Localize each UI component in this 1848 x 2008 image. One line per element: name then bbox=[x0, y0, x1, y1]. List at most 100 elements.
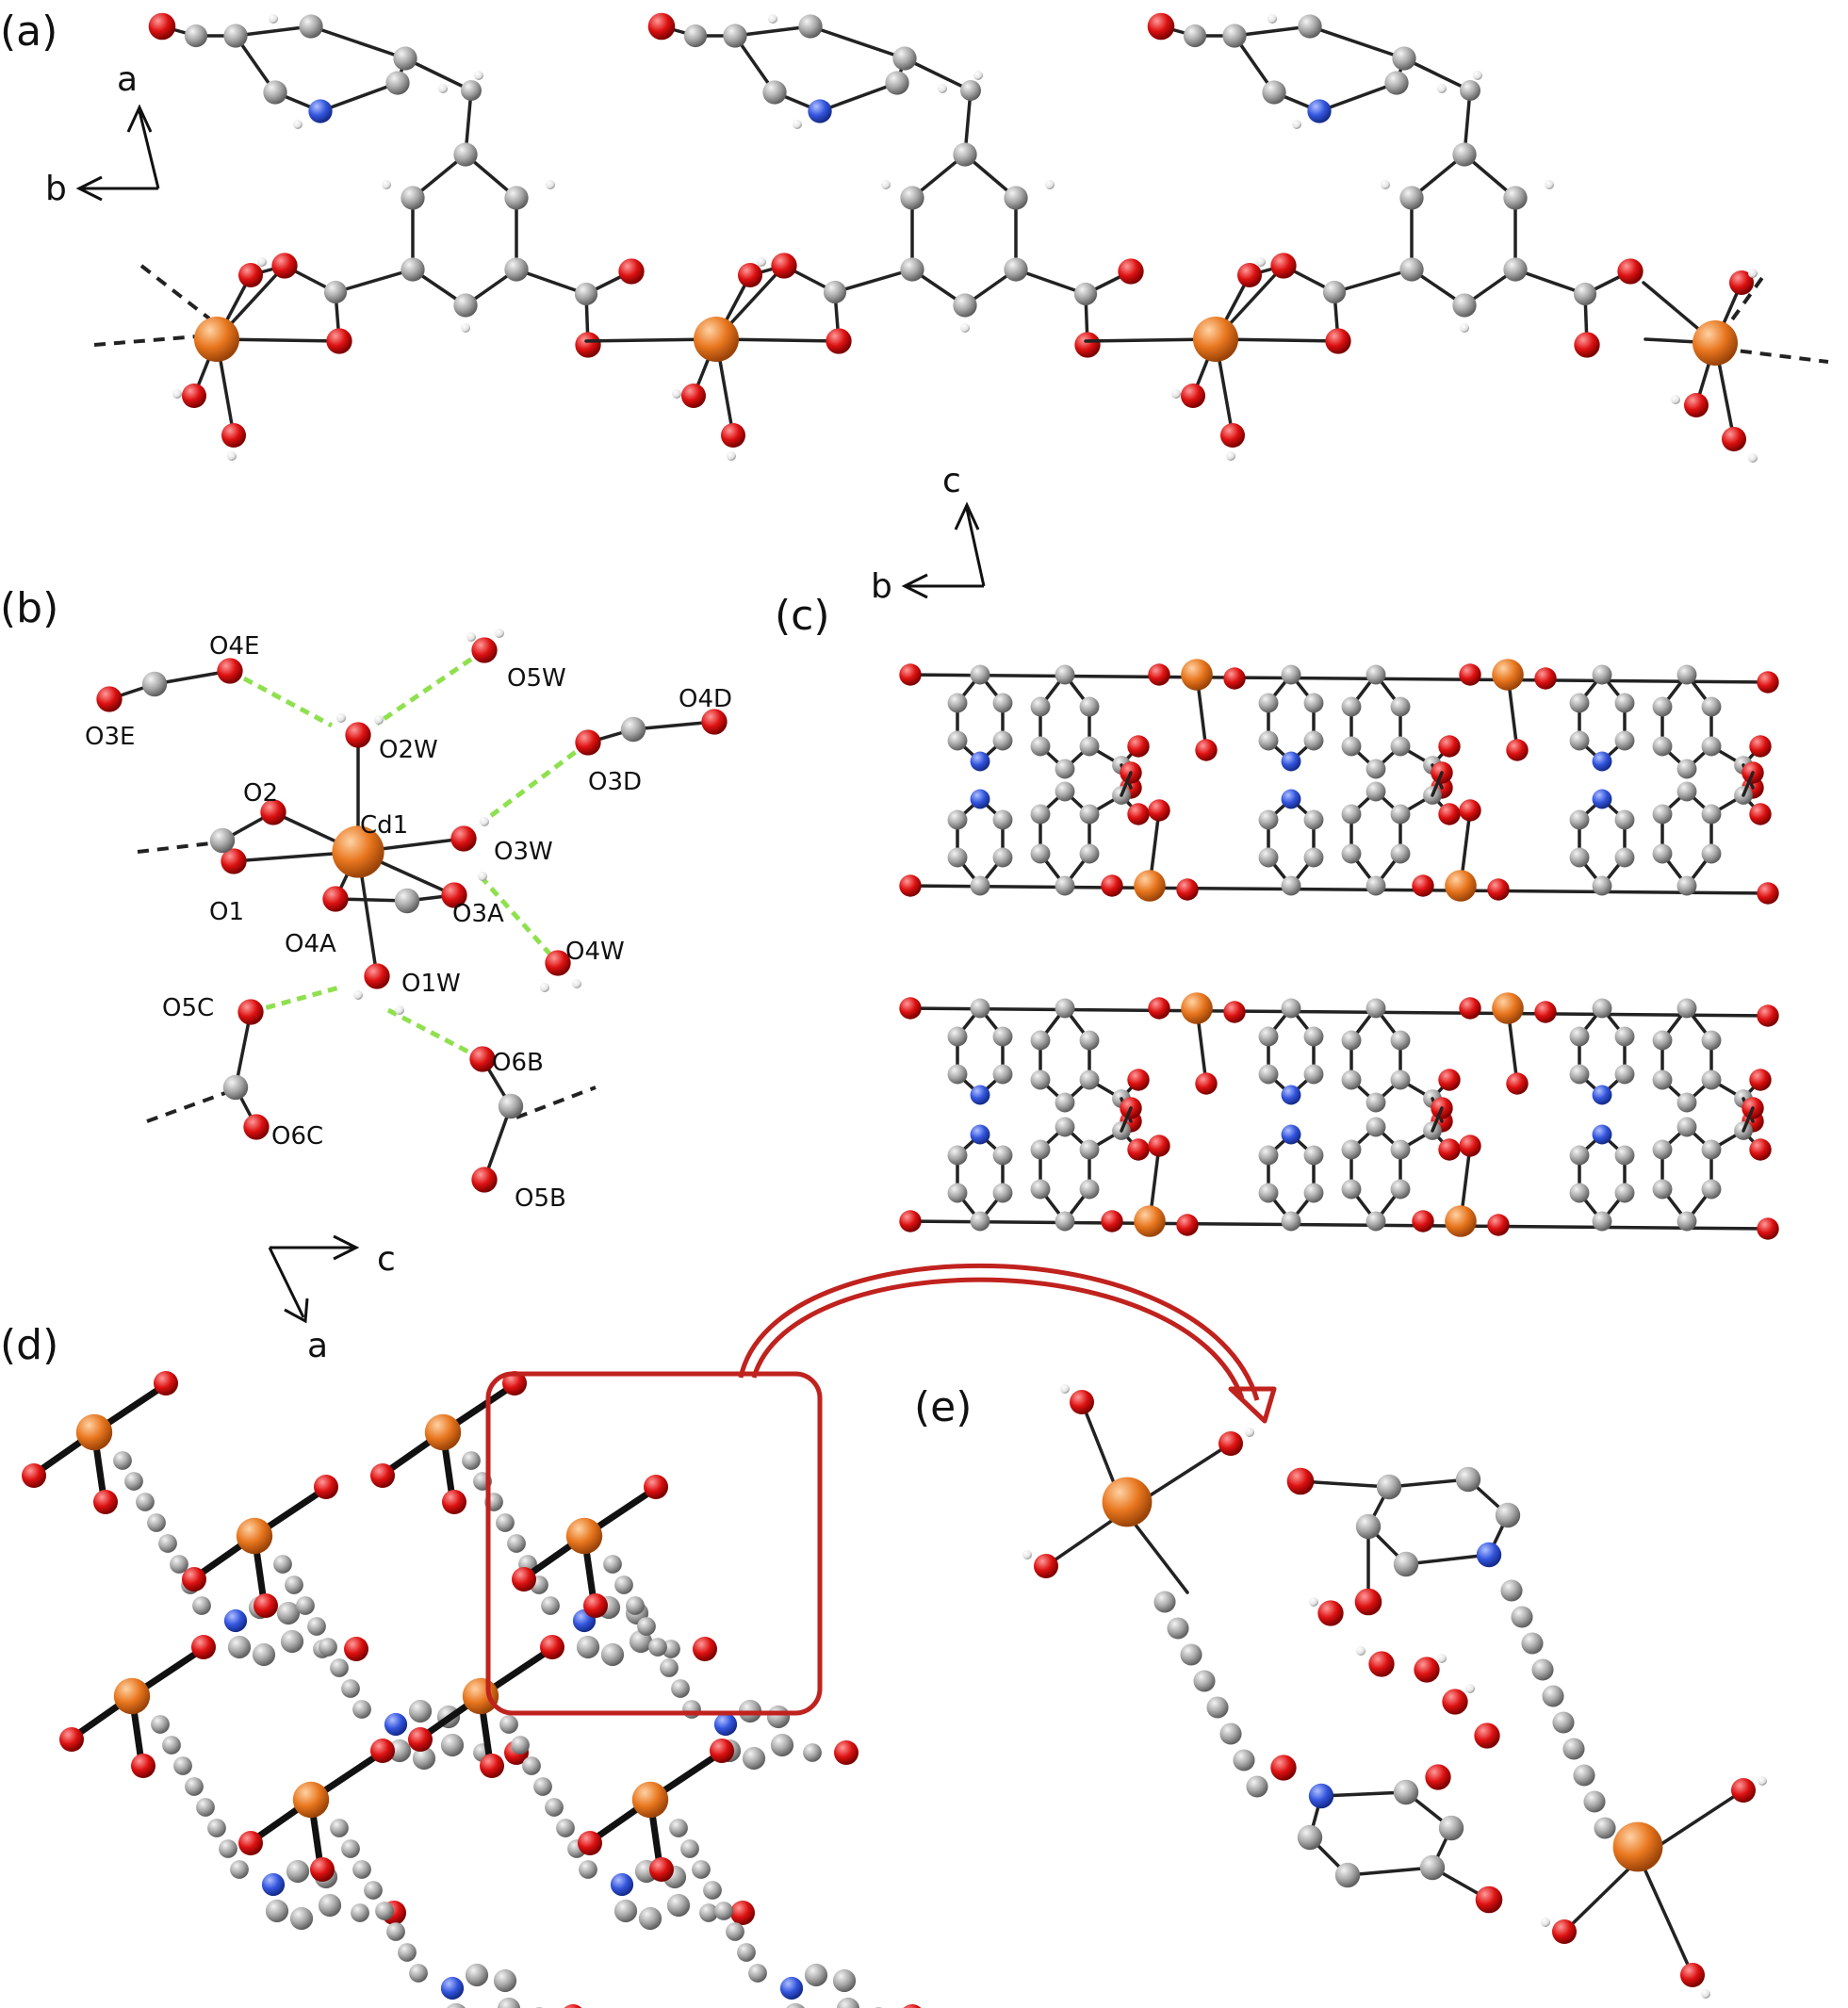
hydrogen-atom bbox=[474, 71, 483, 80]
nitrogen-atom bbox=[970, 751, 990, 772]
carbon-atom bbox=[970, 664, 990, 685]
carbon-atom bbox=[401, 186, 425, 210]
carbon-atom bbox=[970, 998, 990, 1019]
oxygen-atom bbox=[217, 658, 243, 684]
carbon-atom bbox=[1503, 186, 1528, 210]
hydrogen-bond bbox=[386, 1007, 484, 1062]
carbon-atom bbox=[900, 257, 924, 282]
oxygen-atom bbox=[618, 258, 645, 285]
hydrogen-atom bbox=[1758, 1776, 1767, 1786]
oxygen-atom bbox=[1475, 1886, 1503, 1914]
hydrogen-atom bbox=[1292, 120, 1301, 129]
bond bbox=[334, 268, 415, 294]
carbon-atom bbox=[1592, 1211, 1612, 1232]
oxygen-atom bbox=[540, 1635, 564, 1659]
oxygen-atom bbox=[681, 384, 706, 408]
layer-row bbox=[899, 659, 1779, 799]
carbon-atom bbox=[992, 693, 1013, 713]
carbon-atom bbox=[556, 1819, 575, 1837]
hydrogen-atom bbox=[757, 257, 766, 267]
carbon-atom bbox=[409, 1964, 428, 1983]
carbon-atom bbox=[1676, 875, 1697, 896]
carbon-atom bbox=[330, 1658, 349, 1677]
bond bbox=[1319, 1790, 1408, 1798]
carbon-atom bbox=[1004, 186, 1028, 210]
carbon-atom bbox=[1503, 257, 1528, 282]
hydrogen-atom bbox=[1748, 453, 1758, 463]
hydrogen-atom bbox=[1356, 1646, 1366, 1656]
packing-motif bbox=[408, 1635, 755, 1931]
oxygen-atom bbox=[738, 263, 762, 287]
carbon-atom bbox=[1030, 1139, 1051, 1160]
carbon-atom bbox=[1392, 46, 1416, 71]
carbon-atom bbox=[1079, 696, 1100, 717]
panel-label-c: (c) bbox=[775, 592, 830, 640]
carbon-atom bbox=[900, 186, 924, 210]
carbon-atom bbox=[1614, 1064, 1635, 1085]
oxygen-atom bbox=[1074, 332, 1101, 358]
carbon-atom bbox=[576, 1635, 600, 1659]
carbon-atom bbox=[1452, 142, 1477, 167]
carbon-atom bbox=[1652, 696, 1673, 717]
oxygen-atom bbox=[1223, 667, 1246, 690]
carbon-atom bbox=[1573, 1764, 1595, 1787]
hydrogen-atom bbox=[1267, 14, 1277, 24]
oxygen-atom bbox=[154, 1371, 178, 1396]
carbon-atom bbox=[1004, 257, 1028, 282]
carbon-atom bbox=[1055, 664, 1075, 685]
carbon-atom bbox=[1366, 875, 1386, 896]
carbon-atom bbox=[499, 1715, 518, 1734]
nitrogen-atom bbox=[1592, 789, 1612, 809]
carbon-atom bbox=[1419, 1854, 1446, 1881]
packing-motif bbox=[578, 1739, 922, 2008]
bond bbox=[1333, 268, 1414, 294]
panel-label-e: (e) bbox=[914, 1383, 972, 1431]
carbon-atom bbox=[1366, 1117, 1386, 1137]
oxygen-atom bbox=[182, 1567, 206, 1592]
cadmium-atom bbox=[424, 1413, 462, 1451]
bond bbox=[903, 1006, 1774, 1018]
carbon-atom bbox=[1233, 1749, 1255, 1771]
carbon-atom bbox=[1079, 843, 1100, 864]
carbon-atom bbox=[614, 1575, 633, 1594]
oxygen-atom bbox=[771, 253, 797, 279]
hydrogen-atom bbox=[960, 323, 970, 333]
carbon-atom bbox=[375, 1902, 394, 1920]
oxygen-atom bbox=[826, 328, 852, 354]
oxygen-atom bbox=[545, 950, 571, 976]
oxygen-atom bbox=[1749, 735, 1772, 758]
oxygen-atom bbox=[1070, 1390, 1094, 1414]
carbon-atom bbox=[786, 2002, 805, 2008]
cadmium-atom bbox=[1134, 1205, 1166, 1237]
oxygen-atom bbox=[903, 2004, 922, 2008]
carbon-atom bbox=[1701, 736, 1722, 757]
cadmium-atom bbox=[1134, 870, 1166, 902]
oxygen-atom bbox=[131, 1754, 155, 1778]
carbon-atom bbox=[323, 280, 348, 304]
bond bbox=[1120, 771, 1133, 797]
oxygen-atom bbox=[1148, 799, 1170, 822]
carbon-atom bbox=[1206, 1696, 1229, 1719]
hydrogen-atom bbox=[480, 817, 489, 826]
carbon-atom bbox=[992, 1183, 1013, 1203]
carbon-atom bbox=[992, 1026, 1013, 1047]
bond bbox=[1431, 1106, 1444, 1133]
oxygen-atom bbox=[1438, 1069, 1461, 1091]
oxygen-atom bbox=[408, 1727, 433, 1752]
oxygen-atom bbox=[899, 874, 922, 897]
cadmium-atom bbox=[1492, 992, 1524, 1024]
hydrogen-atom bbox=[540, 983, 549, 992]
carbon-atom bbox=[352, 1860, 371, 1879]
panel-d-packing-view bbox=[22, 1371, 922, 2008]
carbon-atom bbox=[1614, 1026, 1635, 1047]
hydrogen-atom bbox=[293, 120, 303, 129]
bond bbox=[1233, 24, 1312, 38]
oxygen-atom bbox=[1757, 882, 1779, 905]
carbon-atom bbox=[1399, 257, 1424, 282]
oxygen-atom bbox=[1270, 253, 1297, 279]
oxygen-atom bbox=[1414, 1657, 1440, 1683]
oxygen-atom bbox=[1425, 1764, 1451, 1790]
nitrogen-atom bbox=[970, 1085, 990, 1105]
nitrogen-atom bbox=[713, 1712, 738, 1737]
carbon-atom bbox=[1384, 71, 1409, 95]
